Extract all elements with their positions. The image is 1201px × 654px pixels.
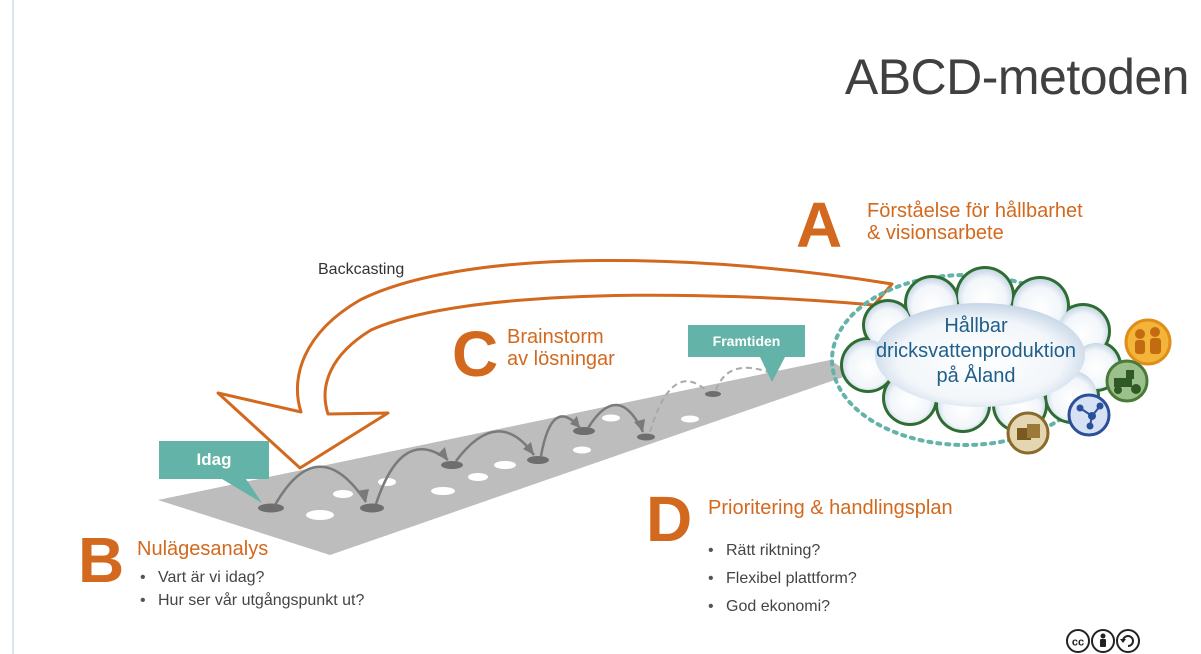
callout-future-label: Framtiden: [712, 333, 781, 349]
d-bullet: God ekonomi?: [708, 593, 857, 621]
b-bullets: Vart är vi idag? Hur ser vår utgångspunk…: [140, 566, 364, 612]
c-line-1: Brainstorm: [507, 326, 604, 348]
backcasting-arrow: [216, 259, 894, 470]
vision-text: Hållbar dricksvattenproduktion på Åland: [838, 314, 1114, 389]
vision-line-3: på Åland: [936, 365, 1016, 387]
b-bullet: Hur ser vår utgångspunkt ut?: [140, 589, 364, 612]
letter-d: D: [646, 483, 693, 555]
d-bullet: Flexibel plattform?: [708, 565, 857, 593]
slide-left-rule: [12, 0, 14, 654]
d-heading: Prioritering & handlingsplan: [708, 497, 953, 519]
callout-today: [159, 441, 269, 503]
slide-title: ABCD-metoden: [844, 49, 1190, 105]
svg-text:cc: cc: [1072, 637, 1084, 649]
network-icon: [1067, 393, 1111, 437]
tractor-icon: [1105, 359, 1149, 403]
a-line-2: & visionsarbete: [867, 222, 1004, 244]
b-heading: Nulägesanalys: [137, 538, 269, 560]
callout-today-label: Idag: [196, 450, 232, 469]
future-arcs: [649, 366, 769, 433]
road: [158, 360, 852, 555]
road-dashes: [306, 414, 699, 520]
vision-line-1: Hållbar: [944, 315, 1008, 337]
c-text: Brainstorm av lösningar: [507, 326, 615, 370]
backcasting-label: Backcasting: [318, 261, 405, 278]
money-icon: [1006, 411, 1050, 455]
arc-heads: [357, 416, 645, 502]
jump-arcs: [273, 403, 645, 506]
d-bullets: Rätt riktning? Flexibel plattform? God e…: [708, 537, 857, 621]
c-line-2: av lösningar: [507, 348, 615, 370]
a-line-1: Förståelse för hållbarhet: [867, 200, 1083, 222]
people-icon: [1124, 318, 1172, 366]
letter-b: B: [78, 524, 125, 596]
callout-future: [688, 325, 805, 382]
b-bullet: Vart är vi idag?: [140, 566, 364, 589]
step-stones: [258, 391, 721, 513]
a-text: Förståelse för hållbarhet & visionsarbet…: [867, 200, 1083, 244]
letter-a: A: [796, 189, 843, 261]
vision-line-2: dricksvattenproduktion: [875, 340, 1077, 362]
creative-commons-by-sa-icon: cc: [1066, 629, 1140, 653]
letter-c: C: [452, 318, 499, 390]
d-bullet: Rätt riktning?: [708, 537, 857, 565]
